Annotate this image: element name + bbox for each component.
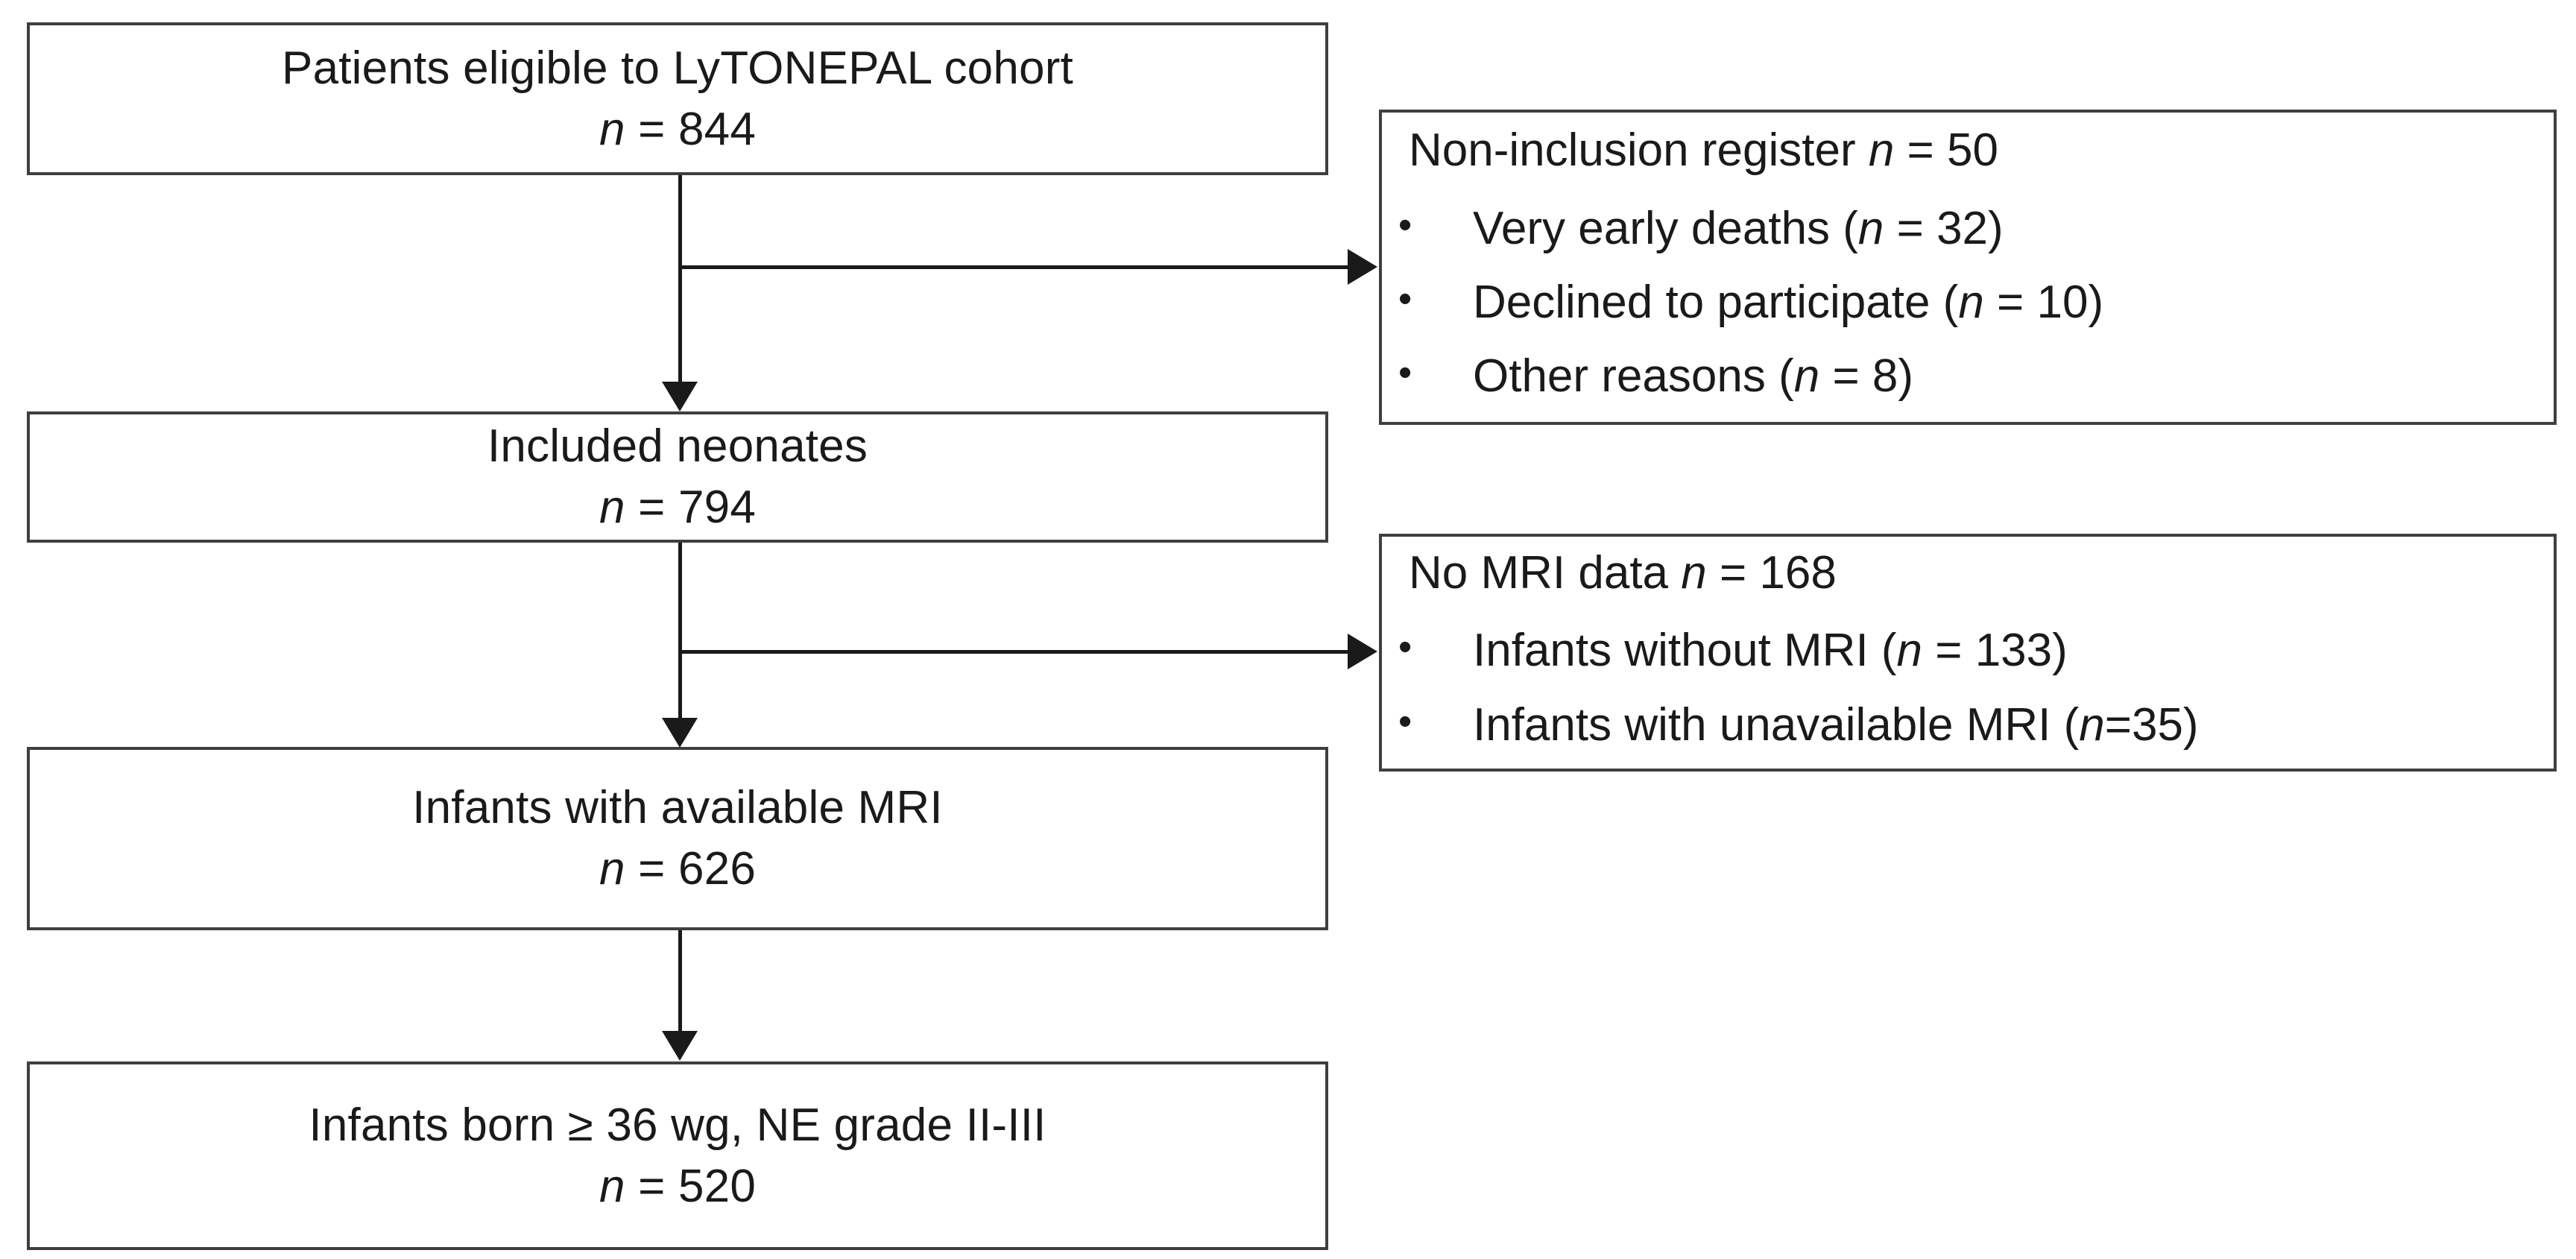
no-mri-bullet-list: • Infants without MRI (n = 133) • Infant… [1382,613,2554,762]
list-item-text: Infants without MRI (n = 133) [1473,621,2068,680]
arrowhead-down-icon [662,718,698,748]
node-included-label: Included neonates [487,420,868,473]
node-eligible: Patients eligible to LyTONEPAL cohort n … [27,22,1328,175]
node-available-mri-count: n = 626 [599,839,756,900]
non-inclusion-bullet-list: • Very early deaths (n = 32) • Declined … [1382,192,2554,414]
n-symbol: n [1793,350,1820,403]
arrowhead-right-icon [1348,249,1377,285]
n-symbol: n [1868,124,1895,177]
connector-shaft [678,175,682,384]
n-symbol: n [599,843,625,894]
n-symbol: n [1896,625,1923,677]
list-item: • Infants without MRI (n = 133) [1382,613,2554,687]
n-value: = 50 [1894,124,1998,177]
connector-shaft [678,543,682,720]
n-value: = 10) [1983,277,2104,329]
list-item: • Declined to participate (n = 10) [1382,265,2554,339]
reason-text: Other reasons ( [1473,350,1794,403]
list-item-text: Declined to participate (n = 10) [1473,273,2103,332]
reason-text: Infants without MRI ( [1473,625,1897,677]
n-value: 844 [678,103,756,155]
non-inclusion-heading: Non-inclusion register n = 50 [1382,121,2554,181]
list-item: • Other reasons (n = 8) [1382,339,2554,413]
bullet-icon: • [1398,203,1412,247]
bullet-icon: • [1398,625,1412,669]
n-symbol: n [1681,546,1707,599]
arrowhead-down-icon [662,1031,698,1061]
list-item-text: Very early deaths (n = 32) [1473,199,2004,258]
n-equals: = [625,1160,678,1212]
n-symbol: n [1857,202,1884,254]
n-equals: = [625,103,678,155]
bullet-icon: • [1398,277,1412,321]
reason-text: Very early deaths ( [1473,202,1858,254]
node-available-mri: Infants with available MRI n = 626 [27,747,1328,930]
n-symbol: n [599,103,625,155]
bullet-icon: • [1398,699,1412,743]
node-final-sample-count: n = 520 [599,1156,756,1217]
n-symbol: n [599,1160,625,1212]
list-item-text: Infants with unavailable MRI (n=35) [1473,695,2199,754]
node-non-inclusion-register: Non-inclusion register n = 50 • Very ear… [1379,110,2557,425]
connector-shaft [678,930,682,1033]
n-symbol: n [2079,698,2105,751]
n-value: 794 [678,482,756,533]
list-item: • Infants with unavailable MRI (n=35) [1382,688,2554,762]
n-value: = 32) [1884,202,2004,254]
n-equals: = [625,843,678,894]
reason-text: Declined to participate ( [1473,277,1959,329]
node-available-mri-label: Infants with available MRI [412,782,943,834]
n-value: = 8) [1819,350,1914,403]
no-mri-heading-text: No MRI data [1409,546,1682,599]
bullet-icon: • [1398,351,1412,395]
n-value: = 168 [1706,546,1837,599]
node-included: Included neonates n = 794 [27,411,1328,543]
arrowhead-down-icon [662,382,698,411]
n-value: 626 [678,843,756,894]
n-value: =35) [2104,698,2199,751]
node-eligible-count: n = 844 [599,99,756,160]
list-item: • Very early deaths (n = 32) [1382,192,2554,265]
n-value: 520 [678,1160,756,1212]
reason-text: Infants with unavailable MRI ( [1473,698,2080,751]
connector-shaft [678,650,1349,654]
node-eligible-label: Patients eligible to LyTONEPAL cohort [282,42,1073,94]
node-included-count: n = 794 [599,477,756,538]
n-symbol: n [1958,277,1984,329]
n-equals: = [625,482,678,533]
no-mri-heading: No MRI data n = 168 [1382,543,2554,604]
node-final-sample: Infants born ≥ 36 wg, NE grade II-III n … [27,1061,1328,1250]
list-item-text: Other reasons (n = 8) [1473,347,1913,406]
node-final-sample-label: Infants born ≥ 36 wg, NE grade II-III [309,1099,1046,1151]
node-no-mri-data: No MRI data n = 168 • Infants without MR… [1379,534,2557,772]
non-inclusion-heading-text: Non-inclusion register [1409,124,1869,177]
arrowhead-right-icon [1348,634,1377,669]
n-value: = 133) [1922,625,2068,677]
connector-shaft [678,265,1349,269]
n-symbol: n [599,482,625,533]
